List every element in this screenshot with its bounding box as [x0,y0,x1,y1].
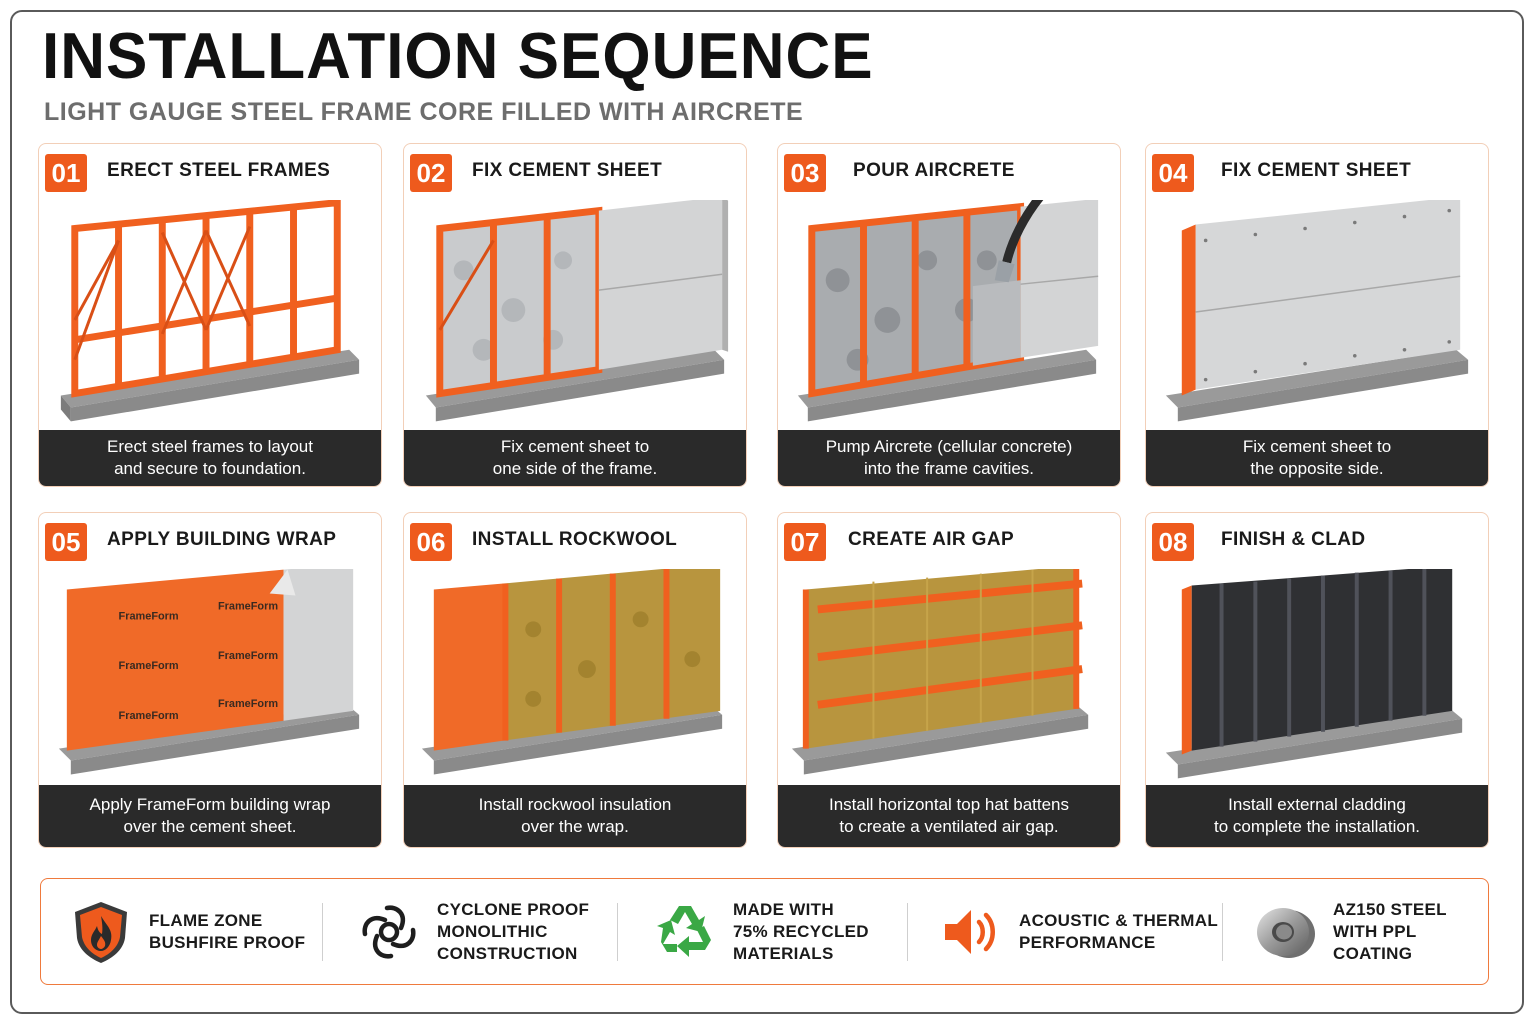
steel-coil-icon [1257,907,1315,958]
wrap-brand-label: FrameForm [119,610,179,622]
feature-divider [322,903,323,961]
steel-frame-illustration [60,200,360,422]
step-card-05: 05 APPLY BUILDING WRAP FrameForm FrameFo… [38,512,382,848]
feature-divider [617,903,618,961]
step-card-07: 07 CREATE AIR GAP Install horizontal top… [777,512,1121,848]
feature-az150-steel: AZ150 STEEL WITH PPL COATING [1253,879,1488,984]
wrap-brand-label: FrameForm [218,650,278,662]
step-caption: Fix cement sheet to the opposite side. [1146,430,1488,486]
feature-flame-zone: FLAME ZONE BUSHFIRE PROOF [69,879,305,984]
step-card-06: 06 INSTALL ROCKWOOL Install rockwool ins… [403,512,747,848]
step-caption: Apply FrameForm building wrap over the c… [39,785,381,847]
flame-shield-icon [75,901,127,963]
features-bar: FLAME ZONE BUSHFIRE PROOF CYCLONE PROOF … [40,878,1489,985]
step-card-04: 04 FIX CEMENT SHEET Fix cement sheet to … [1145,143,1489,487]
rockwool-illustration [421,569,723,775]
step-title: APPLY BUILDING WRAP [107,529,337,550]
wrap-brand-label: FrameForm [218,698,278,710]
feature-acoustic-thermal: ACOUSTIC & THERMAL PERFORMANCE [939,879,1218,984]
step-title: INSTALL ROCKWOOL [472,529,678,550]
step-card-08: 08 FINISH & CLAD Install external claddi… [1145,512,1489,848]
cladding-illustration [1165,569,1463,779]
step-number: 03 [784,154,826,192]
cyclone-icon [362,904,416,959]
step-card-03: 03 POUR AIRCRETE Pump Aircrete (cellular… [777,143,1121,487]
page-subtitle: LIGHT GAUGE STEEL FRAME CORE FILLED WITH… [44,98,804,126]
cement-sheet-opposite-side-illustration [1165,200,1469,422]
air-gap-battens-illustration [791,569,1089,775]
step-title: FIX CEMENT SHEET [1221,160,1412,181]
step-number: 04 [1152,154,1194,192]
building-wrap-illustration: FrameForm FrameForm FrameForm FrameForm … [58,569,360,775]
step-card-02: 02 FIX CEMENT SHEET Fix cement sheet to … [403,143,747,487]
step-caption: Pump Aircrete (cellular concrete) into t… [778,430,1120,486]
recycle-icon [657,905,711,957]
step-number: 06 [410,523,452,561]
step-caption: Erect steel frames to layout and secure … [39,430,381,486]
step-number: 07 [784,523,826,561]
step-title: ERECT STEEL FRAMES [107,160,331,181]
step-caption: Install horizontal top hat battens to cr… [778,785,1120,847]
step-card-01: 01 ERECT STEEL FRAMES Erect steel frames… [38,143,382,487]
step-title: FINISH & CLAD [1221,529,1366,550]
step-number: 08 [1152,523,1194,561]
feature-recycled: MADE WITH 75% RECYCLED MATERIALS [653,879,869,984]
wrap-brand-label: FrameForm [218,600,278,612]
feature-divider [1222,903,1223,961]
cement-sheet-one-side-illustration [425,200,729,422]
step-title: CREATE AIR GAP [848,529,1015,550]
step-title: FIX CEMENT SHEET [472,160,663,181]
wrap-brand-label: FrameForm [119,710,179,722]
step-title: POUR AIRCRETE [853,160,1015,181]
step-caption: Install rockwool insulation over the wra… [404,785,746,847]
step-number: 05 [45,523,87,561]
feature-divider [907,903,908,961]
page-title: INSTALLATION SEQUENCE [42,20,874,93]
step-number: 01 [45,154,87,192]
feature-cyclone-proof: CYCLONE PROOF MONOLITHIC CONSTRUCTION [357,879,589,984]
speaker-icon [945,909,995,954]
aircrete-pour-illustration [797,200,1099,422]
wrap-brand-label: FrameForm [119,660,179,672]
step-number: 02 [410,154,452,192]
step-caption: Install external cladding to complete th… [1146,785,1488,847]
step-caption: Fix cement sheet to one side of the fram… [404,430,746,486]
